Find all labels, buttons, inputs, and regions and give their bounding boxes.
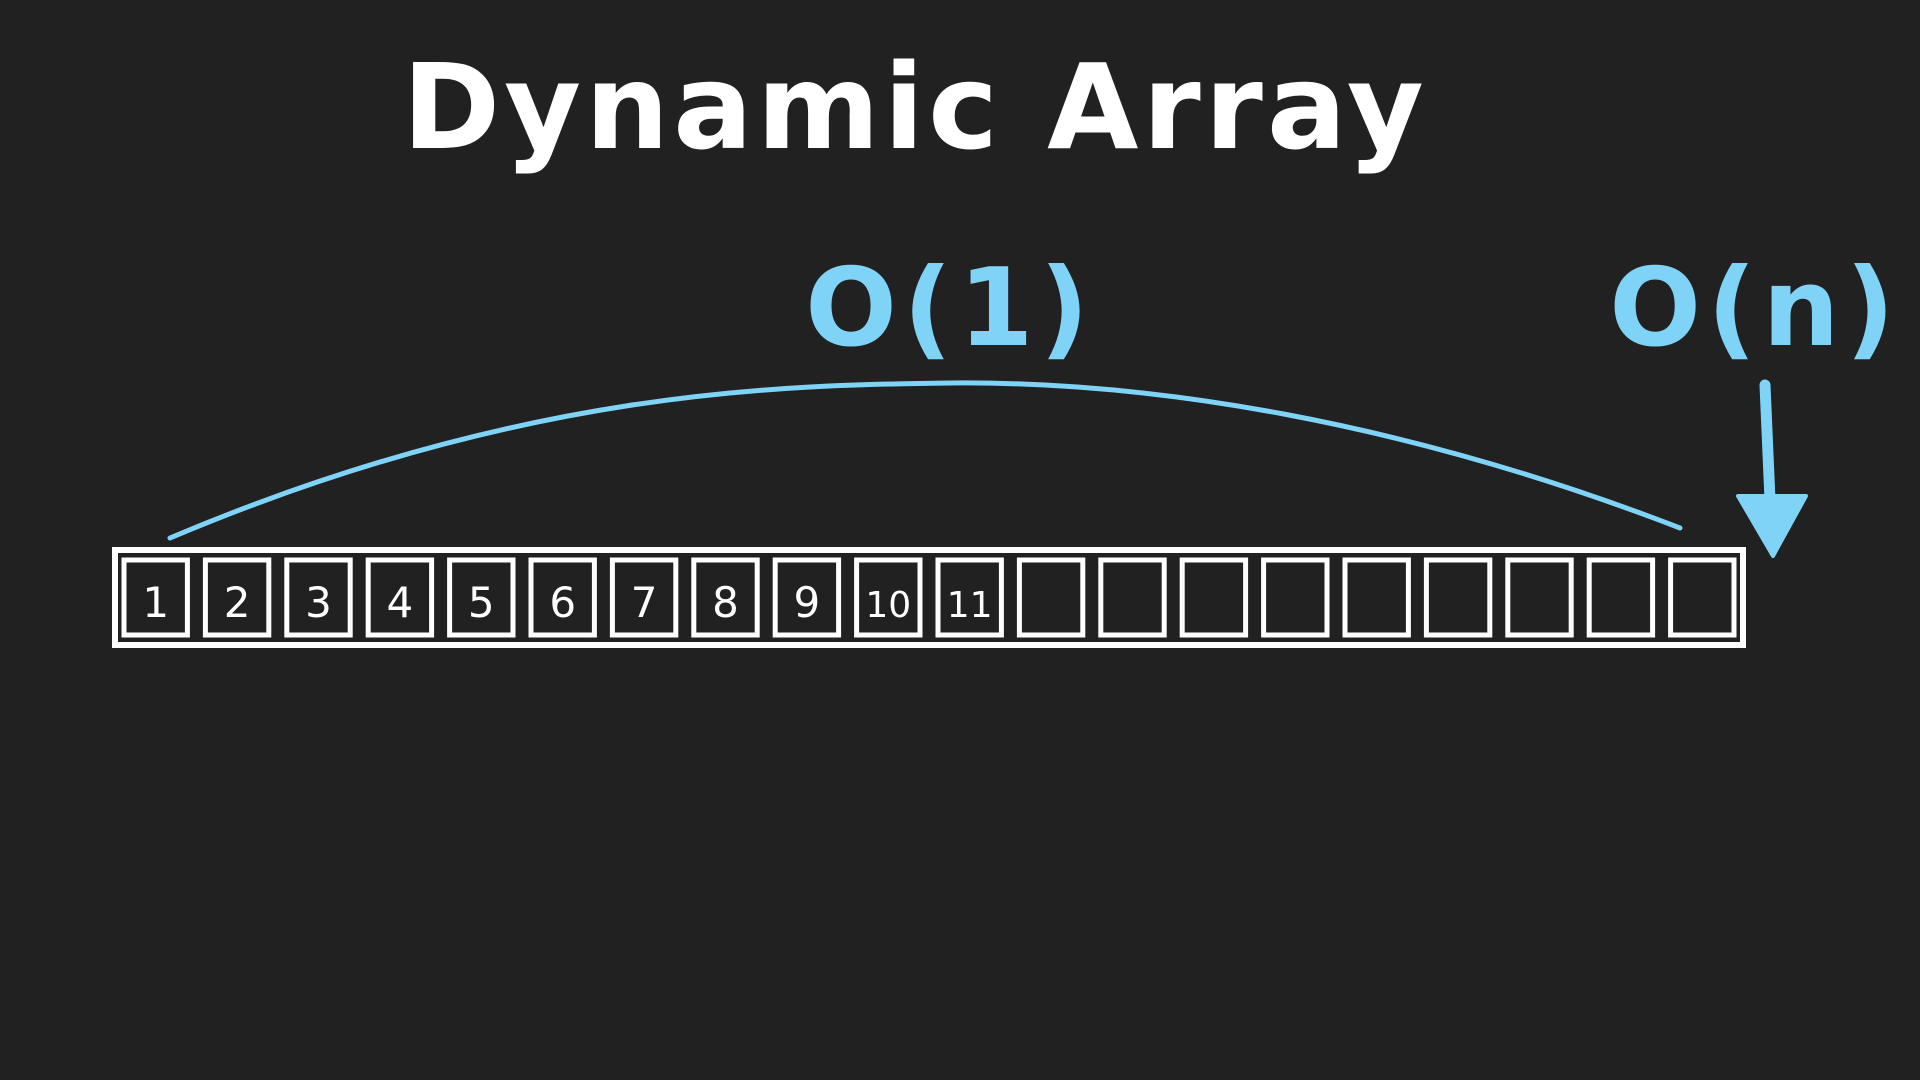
- array-cells: 1 2 3 4 5 6 7 8 9 10 11: [112, 547, 1746, 648]
- array-cell: [121, 557, 190, 638]
- jump-complexity-label: O(1): [805, 246, 1095, 371]
- array-cell: [447, 557, 516, 638]
- jump-arc: [167, 380, 1683, 541]
- array-cell: [1423, 557, 1493, 638]
- array-cell-value: 3: [305, 578, 332, 627]
- append-complexity-label: O(n): [1609, 246, 1900, 371]
- array-cell-value: 11: [947, 585, 993, 626]
- array-cell: [935, 557, 1004, 638]
- array-cell: [772, 557, 842, 638]
- array-cell: [1668, 557, 1737, 638]
- array-cell: [1016, 557, 1086, 638]
- array-cell: [202, 557, 272, 638]
- array-cell-value: 9: [794, 578, 821, 627]
- array-cell: [528, 557, 597, 638]
- array-cell-value: 8: [712, 578, 739, 627]
- array-cell: [1586, 557, 1656, 638]
- array-cell-value: 5: [468, 578, 495, 627]
- array-cell: [1098, 557, 1167, 638]
- array-cell-value: 2: [224, 578, 251, 627]
- array-cell: [854, 557, 923, 638]
- array-cell-value: 10: [865, 585, 911, 626]
- array-cell: [1179, 557, 1249, 638]
- array-cell: [365, 557, 435, 638]
- array-cell: [691, 557, 760, 638]
- array-cell-value: 7: [631, 578, 658, 627]
- array-cell: [1342, 557, 1411, 638]
- array-cell: [1505, 557, 1574, 638]
- append-arrow-head: [1736, 494, 1808, 558]
- array-cell-value: 6: [549, 578, 576, 627]
- array-cell-value: 4: [387, 578, 414, 627]
- array-cell-value: 1: [142, 578, 169, 627]
- array-cell: [609, 557, 679, 638]
- append-arrow: [1736, 379, 1808, 558]
- array-frame: [112, 547, 1746, 648]
- array-cell: [284, 557, 353, 638]
- append-arrow-shaft: [1759, 379, 1776, 506]
- diagram-title: Dynamic Array: [402, 38, 1428, 176]
- array-cell: [1261, 557, 1330, 638]
